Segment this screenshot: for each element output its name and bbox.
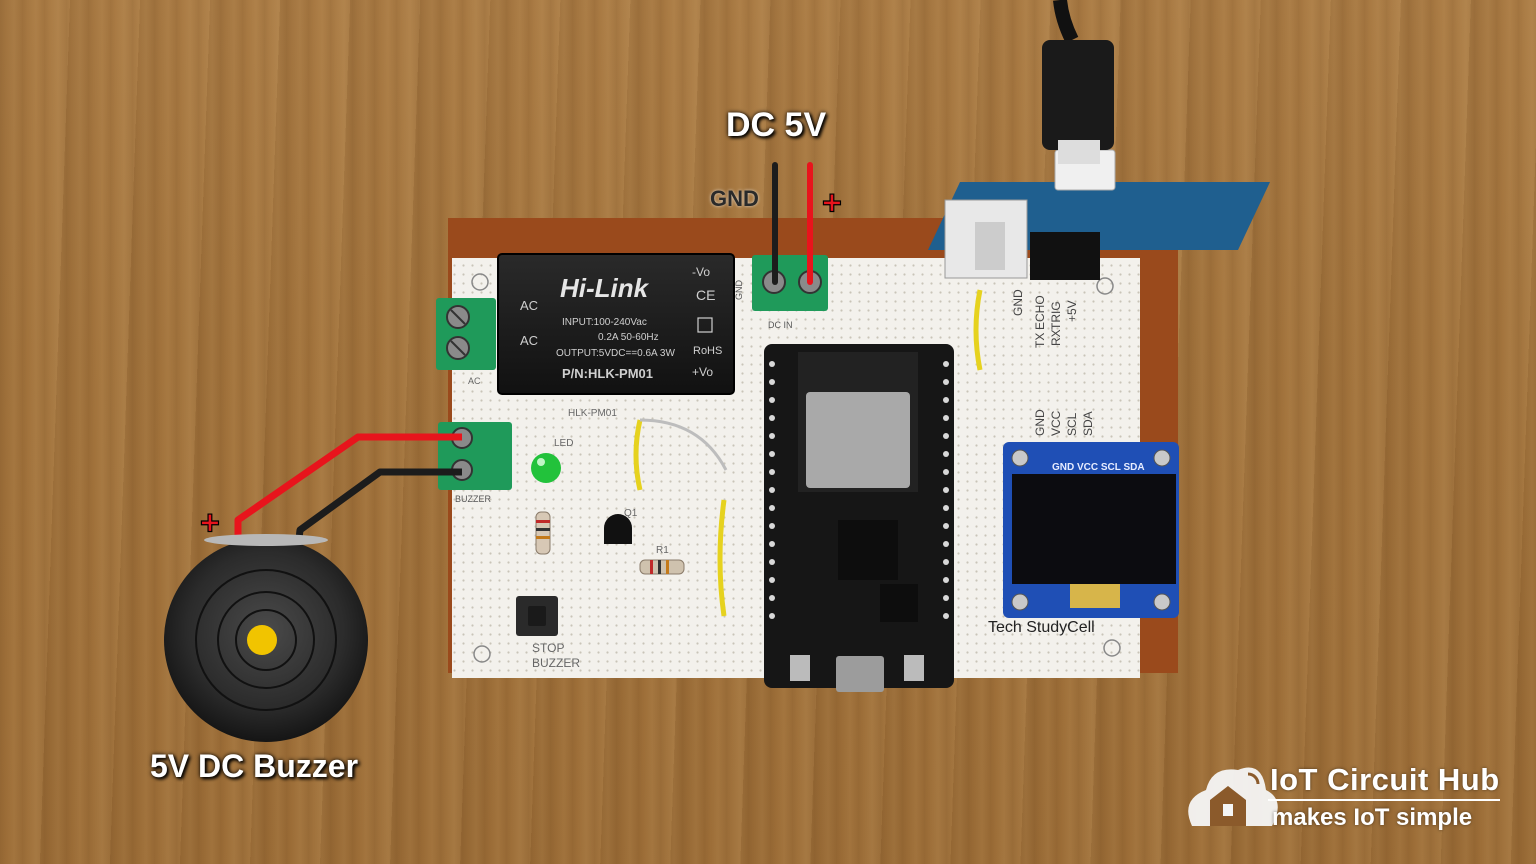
brand-tagline: makes IoT simple bbox=[1272, 804, 1473, 831]
sensor-pin-labels: GND ECHO TRIG +5V TX RX bbox=[1011, 289, 1079, 348]
svg-text:BUZZER: BUZZER bbox=[455, 494, 492, 504]
svg-text:P/N:HLK-PM01: P/N:HLK-PM01 bbox=[562, 366, 653, 381]
svg-text:AC: AC bbox=[520, 298, 538, 313]
svg-text:SCL: SCL bbox=[1065, 412, 1079, 436]
svg-text:+Vo: +Vo bbox=[692, 365, 713, 379]
svg-text:ECHO: ECHO bbox=[1033, 295, 1047, 330]
stop-buzzer-button: STOP BUZZER bbox=[516, 596, 580, 670]
svg-text:STOP: STOP bbox=[532, 641, 564, 655]
resistor-1 bbox=[535, 511, 551, 555]
svg-text:R1: R1 bbox=[656, 545, 669, 556]
svg-text:AC: AC bbox=[468, 376, 481, 386]
buzzer-red-wire bbox=[234, 433, 462, 546]
svg-text:AC: AC bbox=[520, 333, 538, 348]
svg-text:SDA: SDA bbox=[1081, 411, 1095, 436]
dc-in-terminal-block: DC IN GND bbox=[734, 255, 828, 330]
oled-display: GND VCC SCL SDA bbox=[1003, 442, 1179, 618]
esp32-board bbox=[764, 344, 954, 692]
oled-silk-labels: GND VCC SCL SDA bbox=[1033, 409, 1095, 436]
brand-divider bbox=[1268, 799, 1500, 801]
hlk-pm01-module: Hi-Link INPUT:100-240Vac 0.2A 50-60Hz OU… bbox=[497, 253, 735, 395]
hlk-brand-text: Hi-Link bbox=[560, 273, 650, 303]
jumper-wire-1 bbox=[633, 419, 643, 491]
transistor-q1: Q1 bbox=[604, 508, 638, 544]
svg-text:RX: RX bbox=[1049, 329, 1063, 346]
esp32-pins-left bbox=[769, 361, 775, 619]
green-led: LED bbox=[531, 438, 573, 483]
svg-text:+5V: +5V bbox=[1065, 300, 1079, 322]
brand-title: IoT Circuit Hub bbox=[1270, 762, 1500, 797]
ac-terminal-block bbox=[436, 298, 496, 370]
svg-text:VCC: VCC bbox=[1049, 410, 1063, 436]
ultrasonic-sensor bbox=[928, 149, 1270, 280]
plus-sign-left: + bbox=[200, 504, 220, 542]
jumper-wire-3 bbox=[973, 289, 983, 371]
jumper-wire-2 bbox=[717, 499, 727, 617]
resistor-r1: R1 bbox=[639, 545, 685, 575]
svg-text:LED: LED bbox=[554, 438, 573, 449]
svg-text:GND VCC SCL SDA: GND VCC SCL SDA bbox=[1052, 462, 1145, 473]
usb-cable bbox=[1053, 0, 1079, 44]
esp32-pins-right bbox=[943, 361, 949, 619]
buzzer bbox=[164, 534, 368, 742]
svg-text:DC IN: DC IN bbox=[768, 320, 793, 330]
svg-text:GND: GND bbox=[734, 280, 744, 301]
usb-plug bbox=[1042, 40, 1114, 150]
svg-text:INPUT:100-240Vac: INPUT:100-240Vac bbox=[562, 317, 647, 328]
buzzer-black-wire bbox=[294, 468, 462, 549]
svg-text:HLK-PM01: HLK-PM01 bbox=[568, 408, 617, 419]
svg-text:CE: CE bbox=[696, 287, 715, 303]
buzzer-caption: 5V DC Buzzer bbox=[150, 748, 359, 784]
svg-text:RoHS: RoHS bbox=[693, 345, 722, 357]
dc-5v-label: DC 5V bbox=[726, 106, 827, 144]
iot-hub-logo-icon bbox=[1188, 767, 1278, 826]
gnd-label: GND bbox=[710, 186, 759, 211]
svg-text:GND: GND bbox=[1033, 409, 1047, 436]
svg-text:OUTPUT:5VDC==0.6A 3W: OUTPUT:5VDC==0.6A 3W bbox=[556, 348, 675, 359]
svg-text:GND: GND bbox=[1011, 289, 1025, 316]
svg-text:Tech StudyCell: Tech StudyCell bbox=[988, 619, 1095, 636]
svg-text:-Vo: -Vo bbox=[692, 265, 710, 279]
plus-sign-top: + bbox=[822, 184, 842, 222]
svg-text:Q1: Q1 bbox=[624, 508, 638, 519]
svg-text:TX: TX bbox=[1033, 333, 1047, 348]
svg-text:0.2A 50-60Hz: 0.2A 50-60Hz bbox=[598, 332, 659, 343]
svg-text:BUZZER: BUZZER bbox=[532, 656, 580, 670]
svg-text:TRIG: TRIG bbox=[1049, 301, 1063, 330]
